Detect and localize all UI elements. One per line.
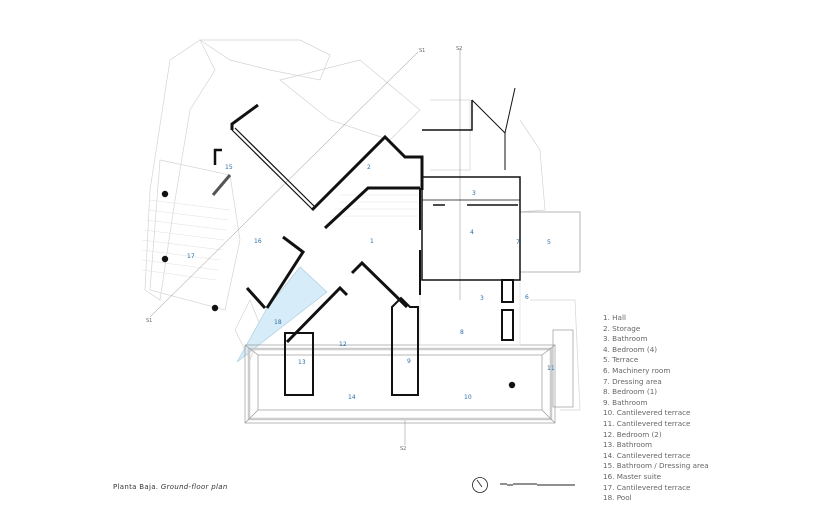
legend-item: 4. Bedroom (4) bbox=[603, 344, 658, 354]
stair-hatch bbox=[141, 194, 418, 281]
room-label-2: 2 bbox=[367, 164, 371, 171]
scale-bar bbox=[500, 483, 575, 486]
legend-item: 17. Cantilevered terrace bbox=[603, 482, 691, 492]
room-label-11: 11 bbox=[547, 365, 555, 372]
room-label-9: 9 bbox=[407, 358, 411, 365]
legend-item: 10. Cantilevered terrace bbox=[603, 408, 691, 418]
legend-item: 14. Cantilevered terrace bbox=[603, 450, 691, 460]
legend-item: 13. Bathroom bbox=[603, 440, 653, 450]
room-label-3: 3 bbox=[472, 190, 476, 197]
terraces bbox=[244, 211, 581, 424]
legend-item: 2. Storage bbox=[603, 323, 641, 333]
legend-item: 1. Hall bbox=[603, 313, 626, 322]
section-marker-s2-top: S2 bbox=[456, 46, 462, 52]
room-label-12: 12 bbox=[339, 341, 347, 348]
walls bbox=[211, 87, 521, 396]
section-marker-s2-bottom: S2 bbox=[400, 446, 406, 452]
room-label-10: 10 bbox=[464, 394, 472, 401]
legend-item: 12. Bedroom (2) bbox=[603, 429, 662, 439]
columns bbox=[161, 190, 516, 389]
legend-item: 16. Master suite bbox=[603, 471, 662, 481]
plan-title-main: Planta Baja. bbox=[113, 483, 159, 491]
room-label-13: 13 bbox=[298, 359, 306, 366]
room-label-7: 7 bbox=[516, 239, 520, 246]
legend: 1. Hall 2. Storage 3. Bathroom 4. Bedroo… bbox=[603, 313, 709, 504]
room-label-8: 8 bbox=[460, 329, 464, 336]
room-label-16: 16 bbox=[254, 238, 262, 245]
room-label-17: 17 bbox=[187, 253, 195, 260]
room-label-18: 18 bbox=[274, 319, 282, 326]
legend-item: 6. Machinery room bbox=[603, 365, 671, 375]
room-label-15: 15 bbox=[225, 164, 233, 171]
legend-item: 15. Bathroom / Dressing area bbox=[603, 461, 709, 471]
legend-item: 5. Terrace bbox=[603, 355, 639, 365]
pool bbox=[236, 266, 328, 363]
legend-item: 18. Pool bbox=[603, 493, 632, 503]
section-marker-s1-top: S1 bbox=[419, 48, 425, 54]
room-label-1: 1 bbox=[370, 238, 374, 245]
site-context bbox=[144, 39, 581, 411]
plan-title-sub: Ground-floor plan bbox=[160, 483, 228, 491]
room-label-6: 6 bbox=[525, 294, 529, 301]
room-label-5: 5 bbox=[547, 239, 551, 246]
legend-item: 3. Bathroom bbox=[603, 334, 648, 344]
section-lines bbox=[149, 48, 461, 445]
plan-title: Planta Baja. Ground-floor plan bbox=[113, 483, 228, 491]
legend-item: 7. Dressing area bbox=[603, 376, 662, 386]
room-label-3b: 3 bbox=[480, 295, 484, 302]
room-labels: 1 2 3 4 5 6 7 8 3 9 10 11 12 13 14 15 16… bbox=[187, 164, 555, 401]
legend-item: 8. Bedroom (1) bbox=[603, 387, 658, 397]
room-label-4: 4 bbox=[470, 229, 474, 236]
legend-item: 9. Bathroom bbox=[603, 397, 648, 407]
section-marker-s1-bottom: S1 bbox=[146, 318, 152, 324]
room-label-14: 14 bbox=[348, 394, 356, 401]
north-arrow-icon bbox=[472, 477, 488, 493]
legend-item: 11. Cantilevered terrace bbox=[603, 418, 691, 428]
